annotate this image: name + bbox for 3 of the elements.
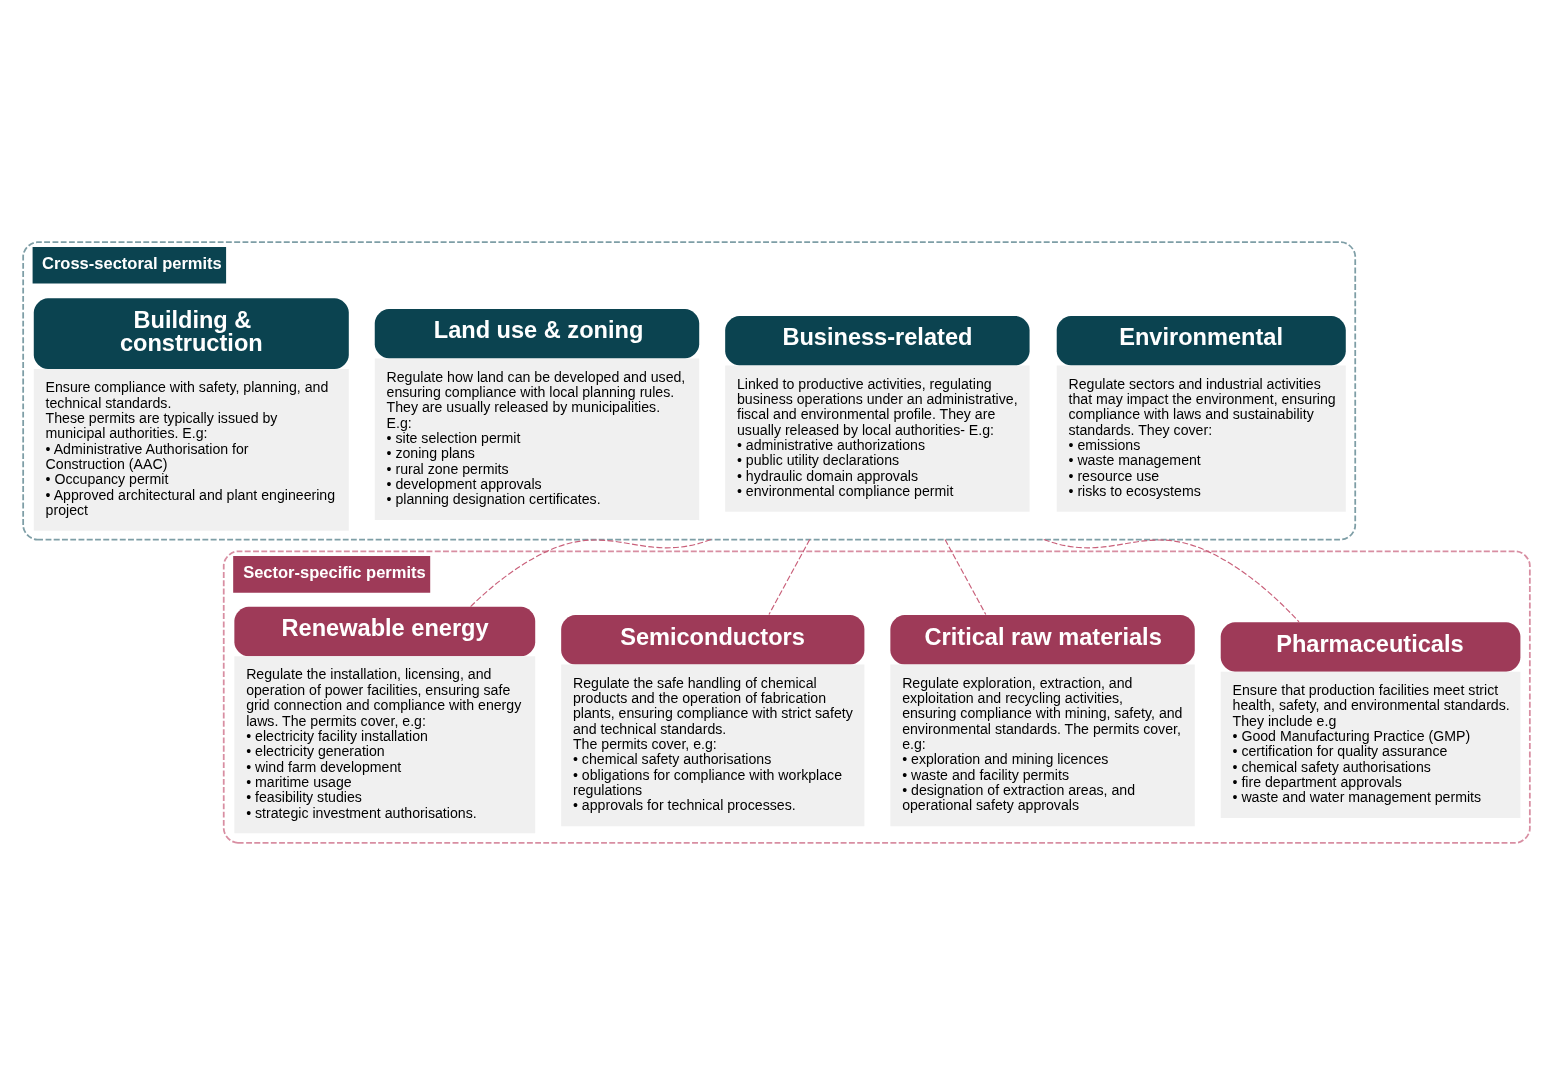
connector: [767, 538, 810, 615]
connector: [1042, 538, 1300, 622]
connector: [943, 538, 986, 615]
